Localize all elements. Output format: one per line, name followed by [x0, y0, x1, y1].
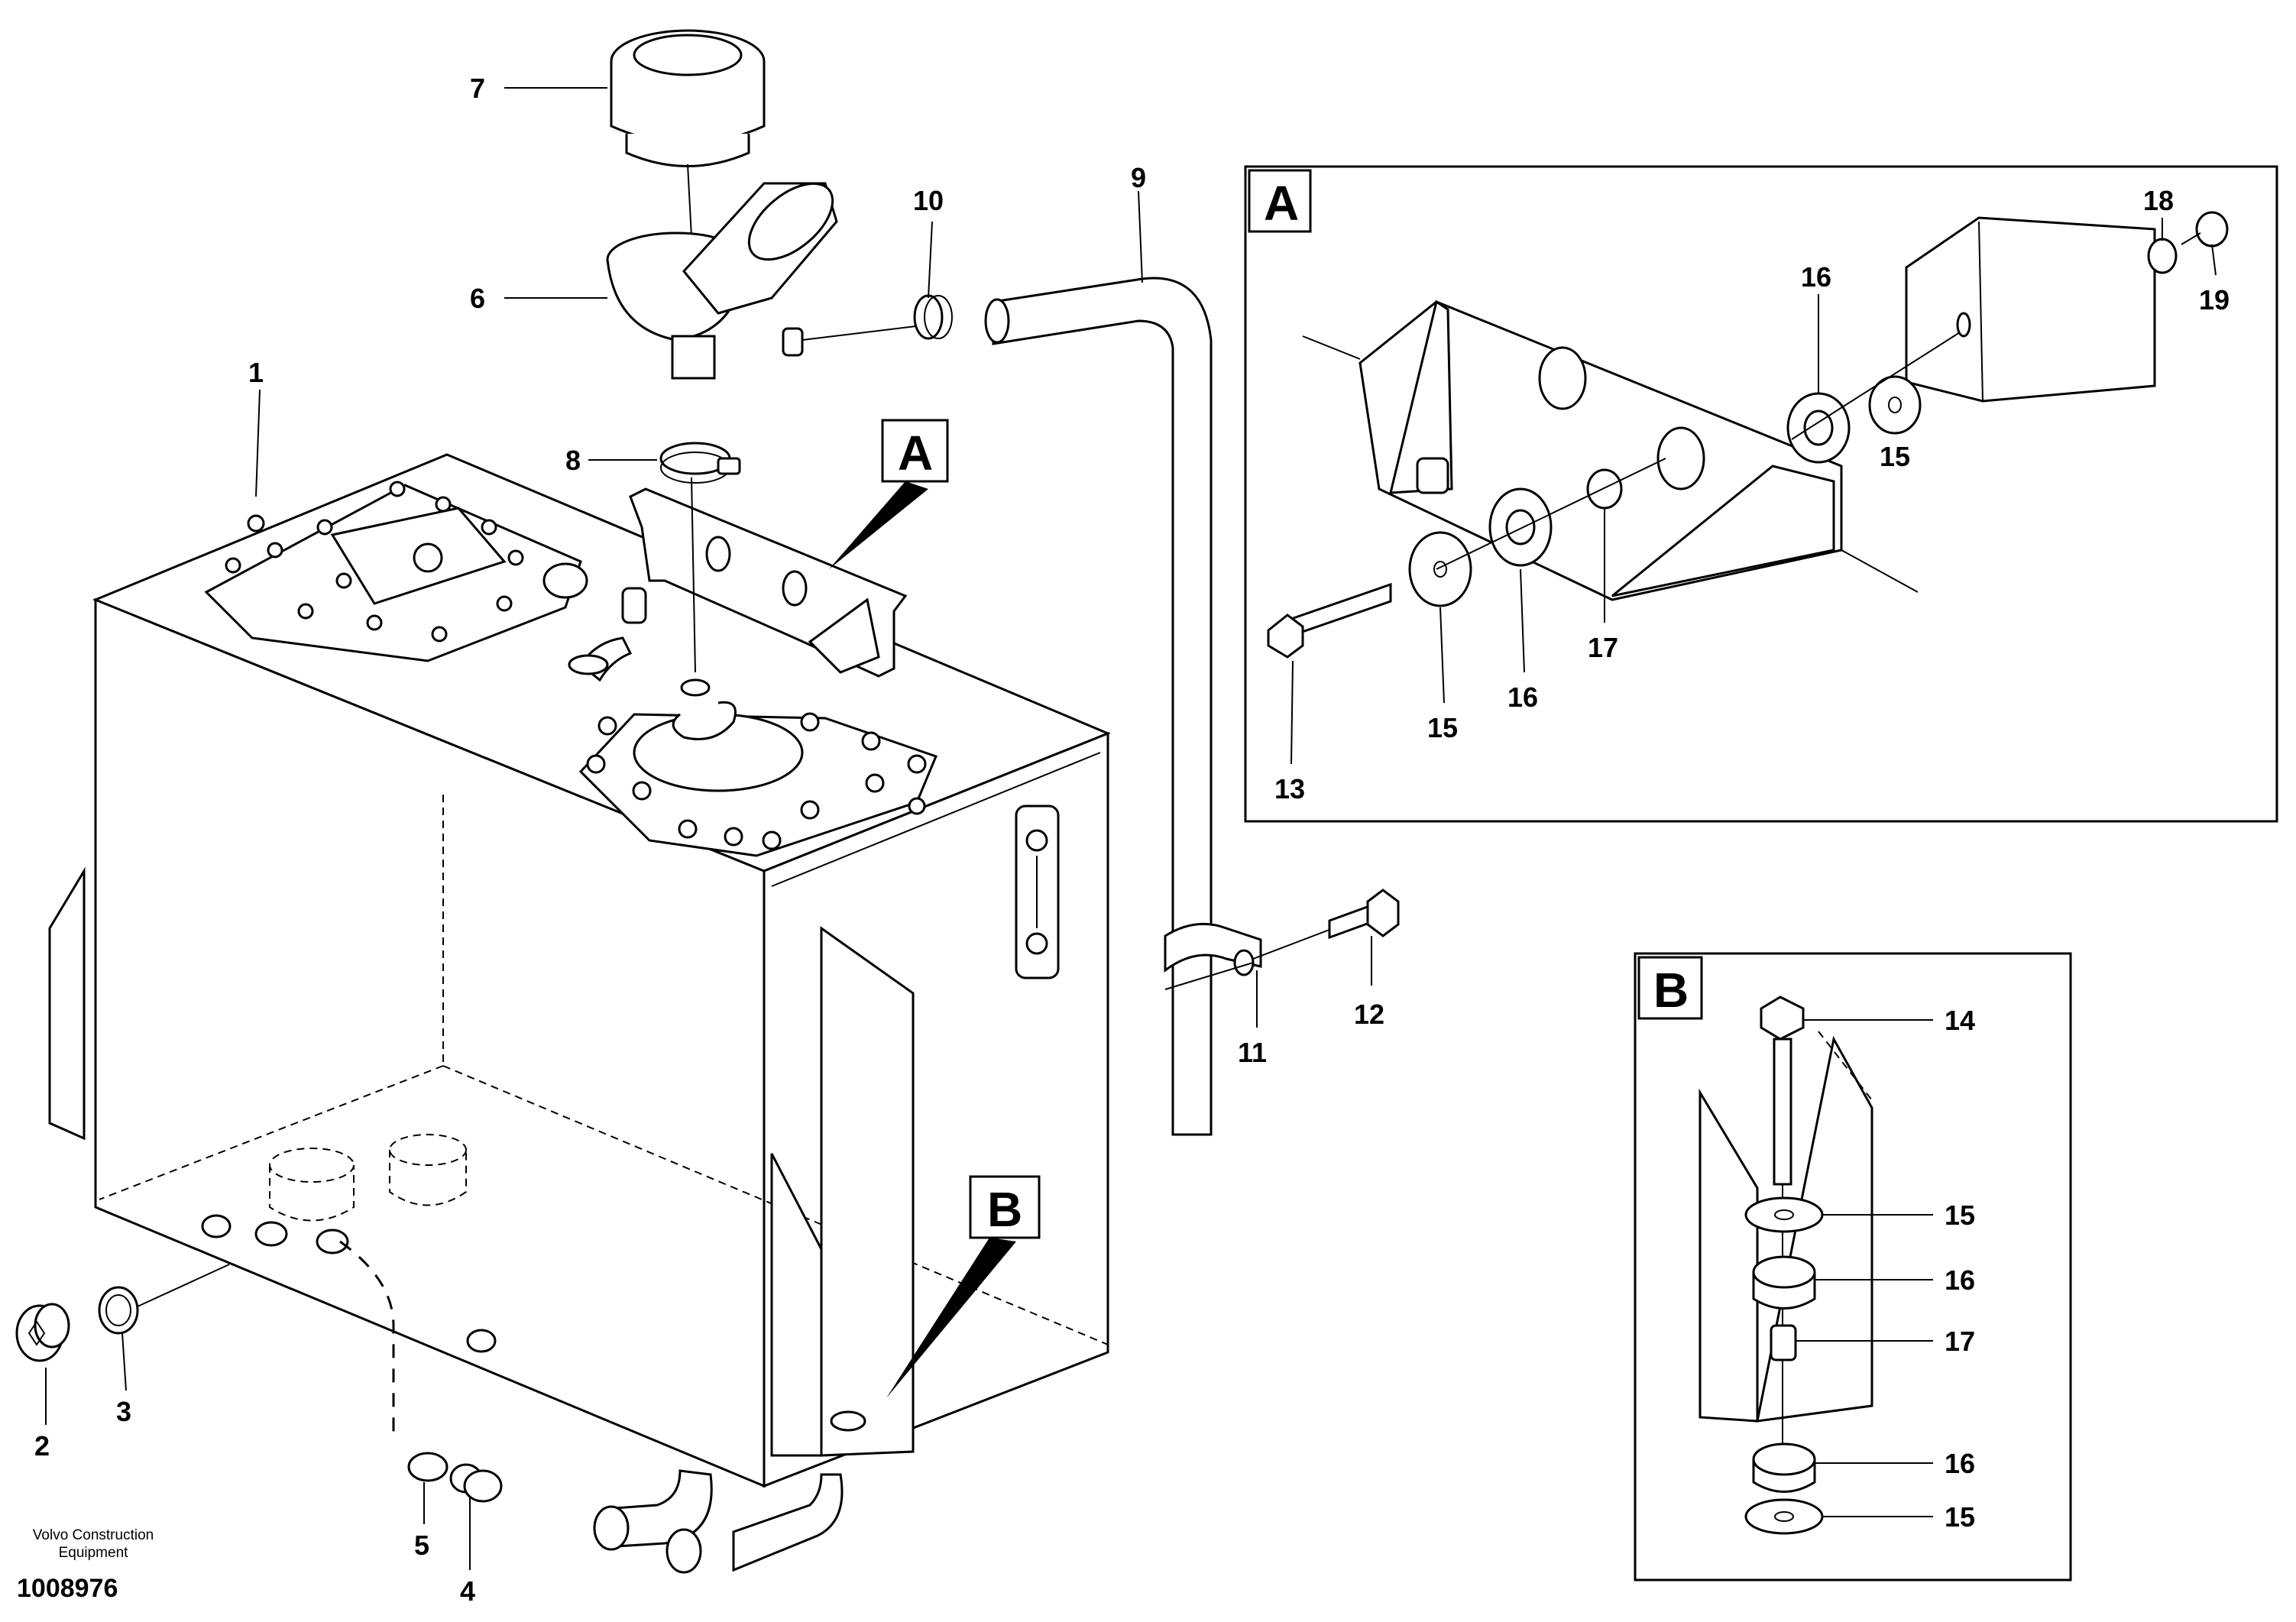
label-b-15-top: 15: [1945, 1200, 1975, 1231]
brand-line-1: Volvo Construction: [33, 1527, 154, 1543]
label-3: 3: [116, 1396, 131, 1427]
label-9: 9: [1131, 162, 1146, 193]
detail-a-letter: A: [1264, 176, 1299, 231]
document-number: 1008976: [17, 1574, 118, 1603]
label-a-16-top: 16: [1801, 261, 1831, 293]
label-a-17: 17: [1588, 632, 1618, 663]
footer: Volvo Construction Equipment 1008976: [17, 1527, 154, 1603]
hydraulic-tank: [48, 453, 1111, 1574]
filler-neck: [606, 182, 838, 380]
callout-a: [829, 419, 949, 569]
seal-ring-5: [407, 1452, 449, 1482]
label-b-15-bottom: 15: [1945, 1501, 1975, 1533]
pipe-clamp: [1164, 922, 1262, 990]
cover-plate-left: [204, 481, 588, 662]
label-a-13: 13: [1274, 773, 1305, 805]
bolt-12: [1328, 889, 1400, 940]
label-7: 7: [470, 73, 485, 104]
callout-b-letter: B: [987, 1182, 1022, 1237]
label-a-18: 18: [2143, 185, 2174, 216]
sight-glass: [1015, 805, 1060, 979]
label-a-15-right: 15: [1880, 441, 1910, 472]
outlet-pipes: [593, 1469, 844, 1574]
seal-ring-3: [98, 1286, 139, 1335]
label-10: 10: [913, 185, 944, 216]
label-b-14: 14: [1945, 1005, 1975, 1036]
label-b-17: 17: [1945, 1326, 1975, 1357]
label-4: 4: [460, 1575, 475, 1607]
label-2: 2: [34, 1430, 50, 1462]
hose-clamp-10: [913, 294, 953, 340]
callout-b: [886, 1175, 1041, 1398]
detail-b-letter: B: [1653, 963, 1689, 1018]
label-1: 1: [248, 357, 264, 388]
label-12: 12: [1354, 999, 1384, 1030]
label-b-16-bottom: 16: [1945, 1448, 1975, 1479]
detail-a-box: [1244, 165, 2278, 823]
label-b-16-top: 16: [1945, 1264, 1975, 1296]
breather-pipe: [984, 277, 1213, 1136]
part-number-labels: 7 6 8 10 9 1 2 3 5 4 11 12 13 15 16 17 1…: [34, 73, 2230, 1607]
filter-cap: [610, 29, 766, 167]
label-5: 5: [414, 1530, 429, 1561]
hose-clamp-8: [659, 442, 741, 484]
label-11: 11: [1238, 1037, 1267, 1068]
label-6: 6: [470, 283, 485, 314]
label-a-16-left: 16: [1507, 681, 1538, 713]
label-a-15-left: 15: [1427, 712, 1458, 743]
label-8: 8: [565, 445, 581, 476]
brand-line-2: Equipment: [59, 1545, 129, 1561]
plug-2: [15, 1303, 70, 1362]
label-leaders: [45, 87, 1372, 1570]
callout-a-letter: A: [898, 426, 933, 481]
detail-b-box: [1634, 952, 2072, 1582]
bracket-a-on-tank: [629, 487, 908, 678]
plug-4: [449, 1463, 503, 1503]
label-a-19: 19: [2199, 284, 2230, 316]
filler-cover-plate: [578, 678, 938, 857]
